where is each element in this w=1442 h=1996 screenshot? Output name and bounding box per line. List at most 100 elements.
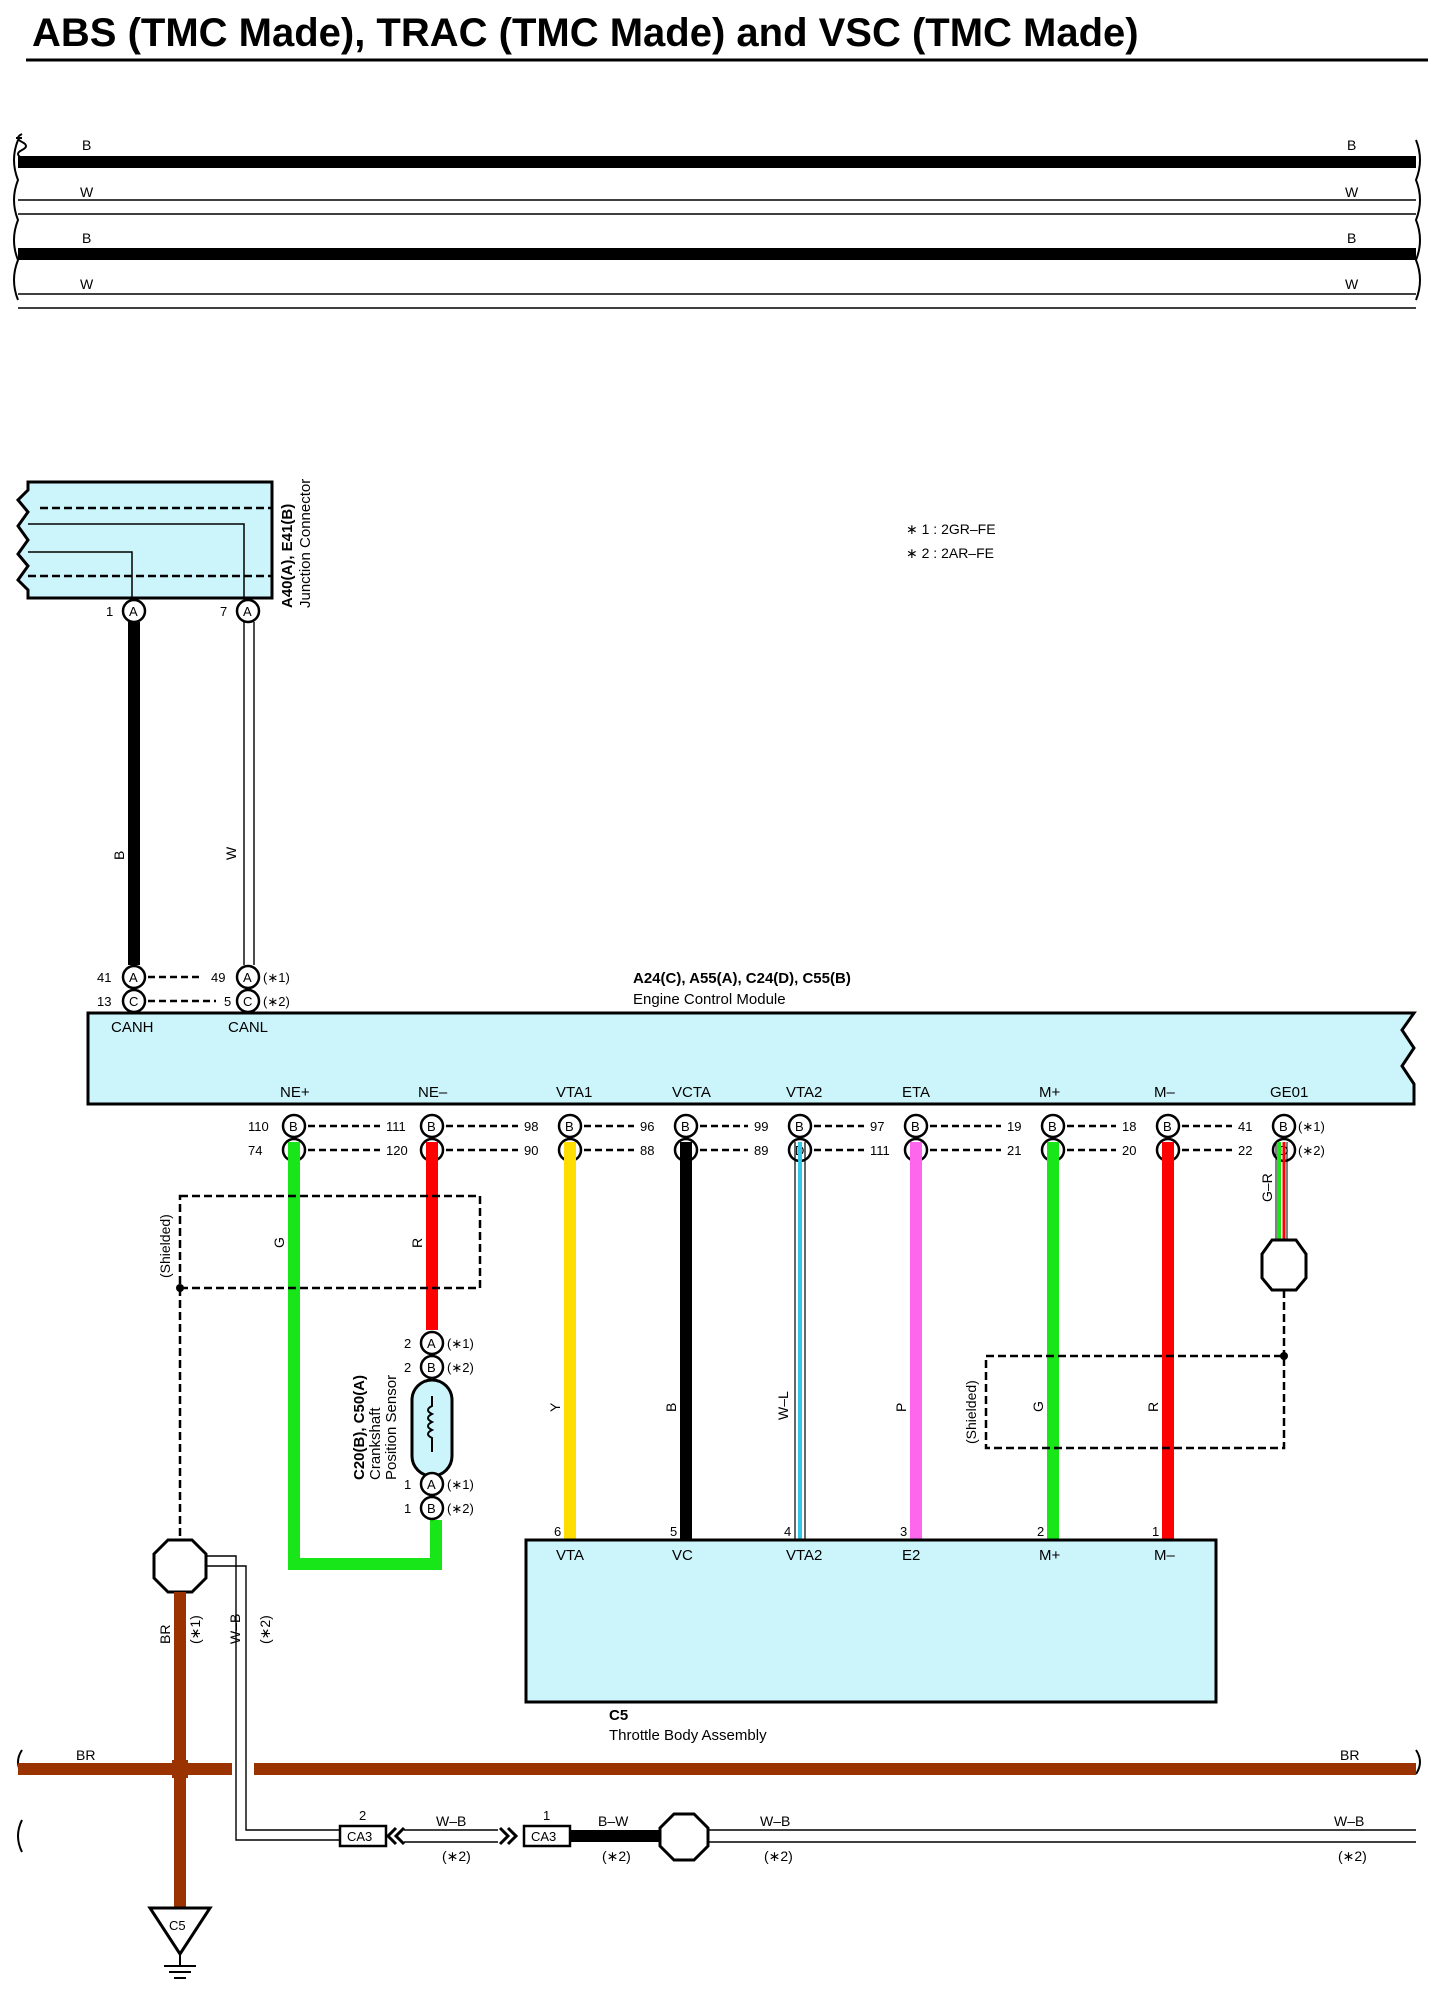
can-h-wire-color: B: [111, 851, 127, 860]
vta1-wire-color: Y: [547, 1402, 563, 1412]
ecm-pin-8-n2: 22: [1238, 1143, 1252, 1158]
wb-wire-color: W–B: [227, 1614, 243, 1644]
tb-pin-3-name: E2: [902, 1547, 920, 1564]
ecm-body: [86, 1011, 1417, 1106]
wb-wire: [206, 1555, 340, 1841]
ecm-pin-8-label: GE01: [1270, 1084, 1308, 1101]
shield-left-splice: [152, 1538, 208, 1594]
top-bus-label-b2-right: B: [1347, 230, 1356, 246]
top-bus-break-right: [1414, 139, 1421, 301]
ecm-canl-l1: A: [243, 970, 252, 985]
engine-control-module: A24(C), A55(A), C24(D), C55(B) Engine Co…: [86, 964, 1417, 1163]
ground-icon: [147, 1906, 213, 1957]
top-bus-label-w1-right: W: [1345, 184, 1359, 200]
ground-section: W–B (∗2) BR (∗1) C5: [147, 1555, 340, 1979]
crank-pin-a1-letter: A: [427, 1477, 436, 1492]
top-bus-label-b2-left: B: [82, 230, 91, 246]
tb-pin-5-num: 1: [1152, 1524, 1159, 1539]
ne-plus-wire: [288, 1142, 442, 1570]
throttle-body-code: C5: [609, 1707, 628, 1724]
ecm-canh-l1: A: [129, 970, 138, 985]
bottom-wb-label-mid: W–B: [760, 1813, 790, 1829]
top-bus-label-b1-right: B: [1347, 137, 1356, 153]
crank-pin-b2-num: 2: [404, 1360, 411, 1375]
ca3-right-num: 1: [543, 1808, 550, 1823]
ecm-pin-6-n2: 21: [1007, 1143, 1021, 1158]
ecm-pin-5-n1: 97: [870, 1119, 884, 1134]
bottom-bus: BR BR CA3 2 W–B (∗2) CA3 1 B–W (∗2) W–B …: [17, 1747, 1421, 1864]
top-bus-label-w2-left: W: [80, 276, 94, 292]
throttle-body-box: [524, 1538, 1218, 1704]
bottom-wb-note-mid: (∗2): [764, 1848, 793, 1864]
shield-right-splice: [1260, 1238, 1308, 1292]
crank-pin-b1-letter: B: [427, 1501, 436, 1516]
tb-pin-2-num: 4: [784, 1524, 791, 1539]
ecm-pin-1-l1: B: [427, 1119, 436, 1134]
ecm-pin-8-n1: 41: [1238, 1119, 1252, 1134]
ecm-pin-7-l1: B: [1163, 1119, 1172, 1134]
ecm-pin-5-label: ETA: [902, 1084, 930, 1101]
ecm-pin-1-n2: 120: [386, 1143, 408, 1158]
bottom-splice: [658, 1812, 710, 1862]
ecm-canh-n1: 41: [97, 970, 111, 985]
crank-coil-icon: [427, 1396, 435, 1452]
ecm-pin-1-terminal-b: [419, 1113, 445, 1139]
crank-sensor-name-1: Crankshaft: [367, 1407, 384, 1480]
ge01-wire-color: G–R: [1259, 1173, 1275, 1202]
br-wire-color: BR: [157, 1625, 173, 1644]
crank-pin-b2-note: (∗2): [447, 1360, 474, 1375]
ecm-pin-4-l1: B: [795, 1119, 804, 1134]
vcta-wire-color: B: [663, 1403, 679, 1412]
crank-sensor-code: C20(B), C50(A): [351, 1375, 368, 1480]
crank-pin-b2-letter: B: [427, 1360, 436, 1375]
shield-left-box: [178, 1194, 482, 1290]
tb-pin-0-num: 6: [554, 1524, 561, 1539]
ne-plus-wire-color: G: [271, 1237, 287, 1248]
bottom-wb-label-right: W–B: [1334, 1813, 1364, 1829]
ecm-pin-6-n1: 19: [1007, 1119, 1021, 1134]
br-wire-note: (∗1): [187, 1615, 203, 1644]
ecm-canl-note1: (∗1): [263, 970, 290, 985]
vta2-wire-color: W–L: [775, 1391, 791, 1420]
ecm-pin-5-terminal-b: [903, 1113, 929, 1139]
ca3-right-arrow-icon: [498, 1826, 519, 1846]
ecm-pin-2-n1: 98: [524, 1119, 538, 1134]
ecm-pin-2-l1: B: [565, 1119, 574, 1134]
ecm-pin-1-n1: 111: [386, 1119, 406, 1134]
ecm-canh-l2: C: [129, 994, 138, 1009]
page-title: ABS (TMC Made), TRAC (TMC Made) and VSC …: [32, 11, 1139, 55]
crank-sensor-body: [410, 1378, 454, 1478]
bw-label: B–W: [598, 1813, 629, 1829]
ca3-left-code: CA3: [347, 1829, 372, 1844]
ca3-left-num: 2: [359, 1808, 366, 1823]
throttle-body-name: Throttle Body Assembly: [609, 1727, 767, 1744]
jc-pin7-letter: A: [243, 604, 252, 619]
junction-connector-code: A40(A), E41(B): [279, 504, 296, 608]
ca3-left-arrow-icon: [385, 1826, 406, 1846]
ca3-wb-note: (∗2): [442, 1848, 471, 1864]
ecm-pin-0-n1: 110: [248, 1119, 269, 1134]
crank-pin-a2-note: (∗1): [447, 1336, 474, 1351]
jc-pin1-num: 1: [106, 604, 113, 619]
ecm-pin-1-label: NE–: [418, 1084, 448, 1101]
tb-pin-1-name: VC: [672, 1547, 693, 1564]
ecm-ge01-note1: (∗1): [1298, 1119, 1325, 1134]
ecm-code: A24(C), A55(A), C24(D), C55(B): [633, 970, 851, 987]
ecm-canl-label: CANL: [228, 1019, 268, 1036]
top-bus-label-w1-left: W: [80, 184, 94, 200]
ecm-pin-4-n2: 89: [754, 1143, 768, 1158]
ecm-pin-0-l1: B: [289, 1119, 298, 1134]
crank-pin-b1-num: 1: [404, 1501, 411, 1516]
tb-pin-4-name: M+: [1039, 1547, 1060, 1564]
top-bus-label-w2-right: W: [1345, 276, 1359, 292]
ecm-pin-5-n2: 111: [870, 1143, 890, 1158]
crank-pin-b1-note: (∗2): [447, 1501, 474, 1516]
shield-left-label: (Shielded): [157, 1214, 173, 1278]
ecm-pin-4-terminal-b: [787, 1113, 813, 1139]
top-bus-label-b1-left: B: [82, 137, 91, 153]
tb-pin-2-name: VTA2: [786, 1547, 822, 1564]
ecm-pin-3-l1: B: [681, 1119, 690, 1134]
note-2: ∗ 2 : 2AR–FE: [906, 545, 994, 561]
jc-pin7-terminal: [235, 598, 261, 624]
shield-right-label: (Shielded): [963, 1380, 979, 1444]
